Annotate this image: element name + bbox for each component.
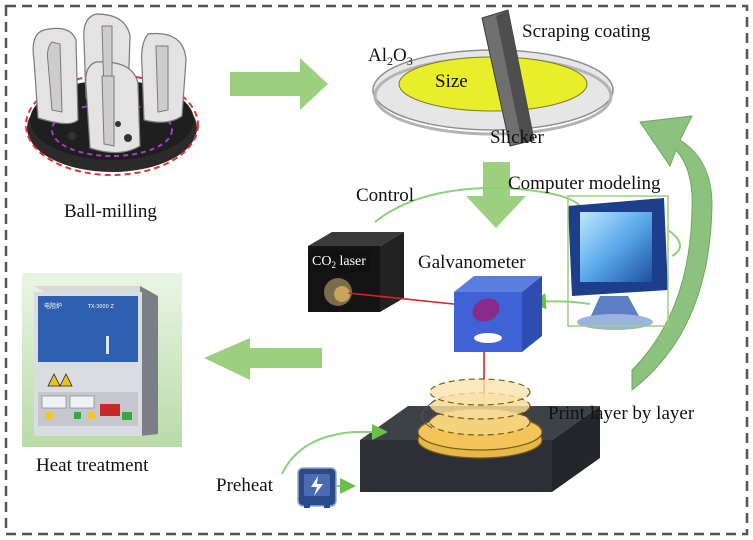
- panel-button-green: [74, 412, 81, 419]
- monitor-base: [577, 314, 653, 330]
- jar-bolt: [124, 134, 132, 142]
- galvo-top: [454, 276, 542, 292]
- furnace-handle: [106, 336, 109, 354]
- monitor-screen: [580, 212, 652, 282]
- preheat-link-line: [281, 424, 388, 475]
- warning-icon: [47, 373, 61, 387]
- co2-laser-label: CO2 laser: [308, 251, 370, 273]
- monitor-frame: [567, 195, 669, 327]
- laser-aperture-inner: [334, 286, 350, 302]
- computer-monitor: [567, 195, 669, 330]
- laser-box-side: [380, 232, 404, 312]
- warning-icon: [59, 373, 73, 387]
- laser-box-top: [308, 232, 404, 246]
- jar-inner-wall: [155, 45, 169, 113]
- co2-laser: [308, 232, 404, 312]
- size-label: Size: [435, 71, 468, 92]
- printed-layers: [417, 378, 543, 459]
- monitor-stand: [590, 296, 640, 318]
- panel-display: [69, 395, 95, 409]
- arrow-to-printing: [466, 162, 526, 228]
- ball-mill: [25, 13, 199, 176]
- panel-switch-green: [122, 412, 132, 420]
- jar-bolt: [68, 132, 76, 140]
- coating-plate: [372, 49, 614, 136]
- preheat-label: Preheat: [216, 475, 273, 496]
- al2o3-label: Al2O3: [368, 45, 413, 68]
- heat-treatment-label: Heat treatment: [36, 455, 149, 476]
- computer-link-line: [667, 229, 681, 257]
- furnace-side: [140, 286, 158, 436]
- print-layer-label: Print layer by layer: [548, 403, 695, 424]
- panel-switch-red: [100, 404, 120, 416]
- outer-dashed-border: [4, 4, 749, 536]
- galvo-side: [522, 276, 542, 352]
- scraper-blade-face: [496, 10, 534, 143]
- return-curve-arrow: [631, 115, 713, 392]
- jar-inner-wall: [101, 75, 115, 147]
- jar-bolt: [115, 121, 121, 127]
- arrow-to-heat-treatment: [204, 338, 322, 380]
- slicker-label: Slicker: [490, 127, 544, 148]
- galvo-mirror: [472, 298, 500, 322]
- layer-sweep-line: [421, 399, 437, 429]
- control-link-line: [374, 186, 581, 223]
- galvo-link-line: [530, 293, 591, 310]
- arrow-to-coating: [230, 58, 328, 110]
- power-icon-foot: [324, 504, 330, 508]
- control-label: Control: [356, 185, 415, 206]
- layer-top: [429, 378, 531, 406]
- power-icon: [297, 467, 337, 508]
- furnace-brand-label: 电阻炉: [44, 302, 62, 310]
- furnace-door: [38, 296, 138, 362]
- jar-inner-wall: [47, 41, 63, 113]
- scraping-coating-label: Scraping coating: [522, 21, 651, 42]
- computer-modeling-label: Computer modeling: [508, 173, 661, 194]
- panel-display: [41, 395, 67, 409]
- platform-side: [552, 406, 600, 492]
- power-icon-foot: [304, 504, 310, 508]
- ball-milling-label: Ball-milling: [64, 201, 157, 222]
- panel-button-yellow: [46, 412, 53, 419]
- power-icon-bolt: [311, 476, 323, 496]
- galvanometer-label: Galvanometer: [418, 252, 526, 273]
- galvanometer: [454, 276, 542, 352]
- furnace-model-label: TX-3000 Z: [87, 304, 114, 310]
- panel-button-yellow-2: [88, 412, 95, 419]
- furnace: 电阻炉 TX-3000 Z: [22, 273, 182, 447]
- galvo-lens: [474, 333, 502, 343]
